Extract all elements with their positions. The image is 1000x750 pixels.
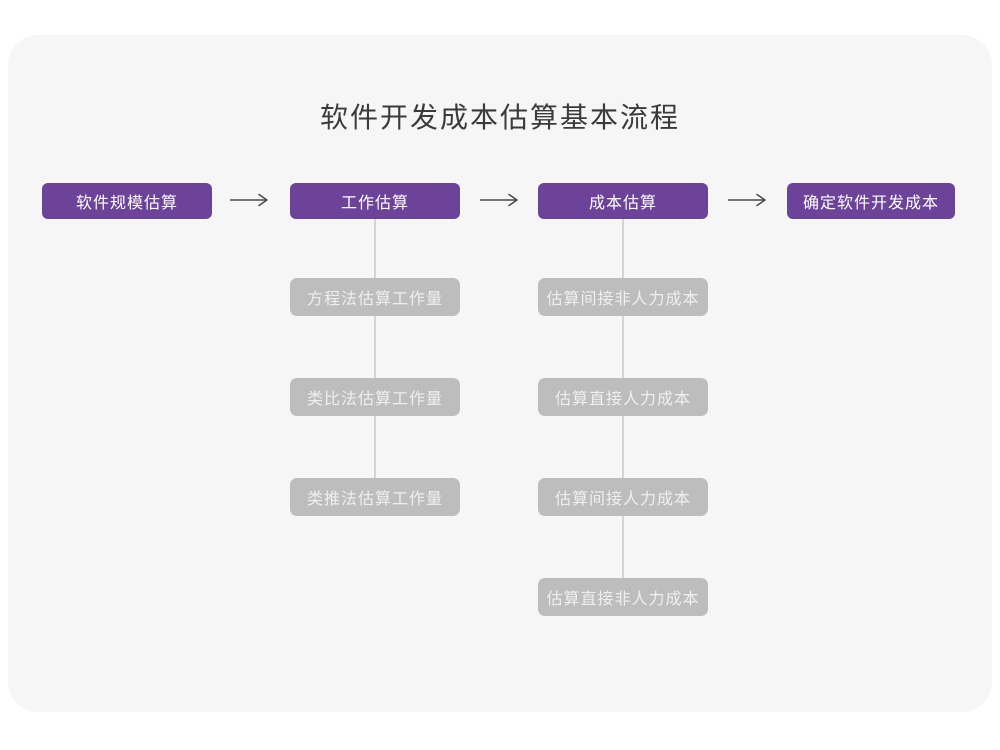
sub-step-direct-labor-cost: 估算直接人力成本 — [538, 378, 708, 416]
flow-step-work: 工作估算 — [290, 183, 460, 219]
sub-step-indirect-labor-cost: 估算间接人力成本 — [538, 478, 708, 516]
flowchart-card — [8, 35, 992, 712]
connector-work-column — [374, 218, 376, 498]
sub-step-direct-nonlabor-cost-label: 估算直接非人力成本 — [546, 591, 700, 608]
sub-step-extrapolation-method-label: 类推法估算工作量 — [306, 491, 443, 508]
arrow-right-icon — [480, 193, 518, 207]
sub-step-indirect-nonlabor-cost-label: 估算间接非人力成本 — [546, 291, 700, 308]
flow-step-scale-label: 软件规模估算 — [75, 195, 178, 212]
sub-step-analogy-method: 类比法估算工作量 — [290, 378, 460, 416]
arrow-right-icon — [230, 193, 268, 207]
flow-step-work-label: 工作估算 — [340, 195, 409, 212]
sub-step-equation-method-label: 方程法估算工作量 — [306, 291, 443, 308]
flow-step-cost: 成本估算 — [538, 183, 708, 219]
diagram-title: 软件开发成本估算基本流程 — [319, 102, 680, 133]
flow-step-final: 确定软件开发成本 — [787, 183, 955, 219]
sub-step-extrapolation-method: 类推法估算工作量 — [290, 478, 460, 516]
flow-step-cost-label: 成本估算 — [588, 195, 657, 212]
flow-step-final-label: 确定软件开发成本 — [802, 195, 939, 212]
sub-step-analogy-method-label: 类比法估算工作量 — [306, 391, 443, 408]
arrow-right-icon — [728, 193, 766, 207]
sub-step-direct-labor-cost-label: 估算直接人力成本 — [554, 391, 691, 408]
flow-step-scale: 软件规模估算 — [42, 183, 212, 219]
sub-step-indirect-labor-cost-label: 估算间接人力成本 — [554, 491, 691, 508]
sub-step-equation-method: 方程法估算工作量 — [290, 278, 460, 316]
sub-step-indirect-nonlabor-cost: 估算间接非人力成本 — [538, 278, 708, 316]
sub-step-direct-nonlabor-cost: 估算直接非人力成本 — [538, 578, 708, 616]
